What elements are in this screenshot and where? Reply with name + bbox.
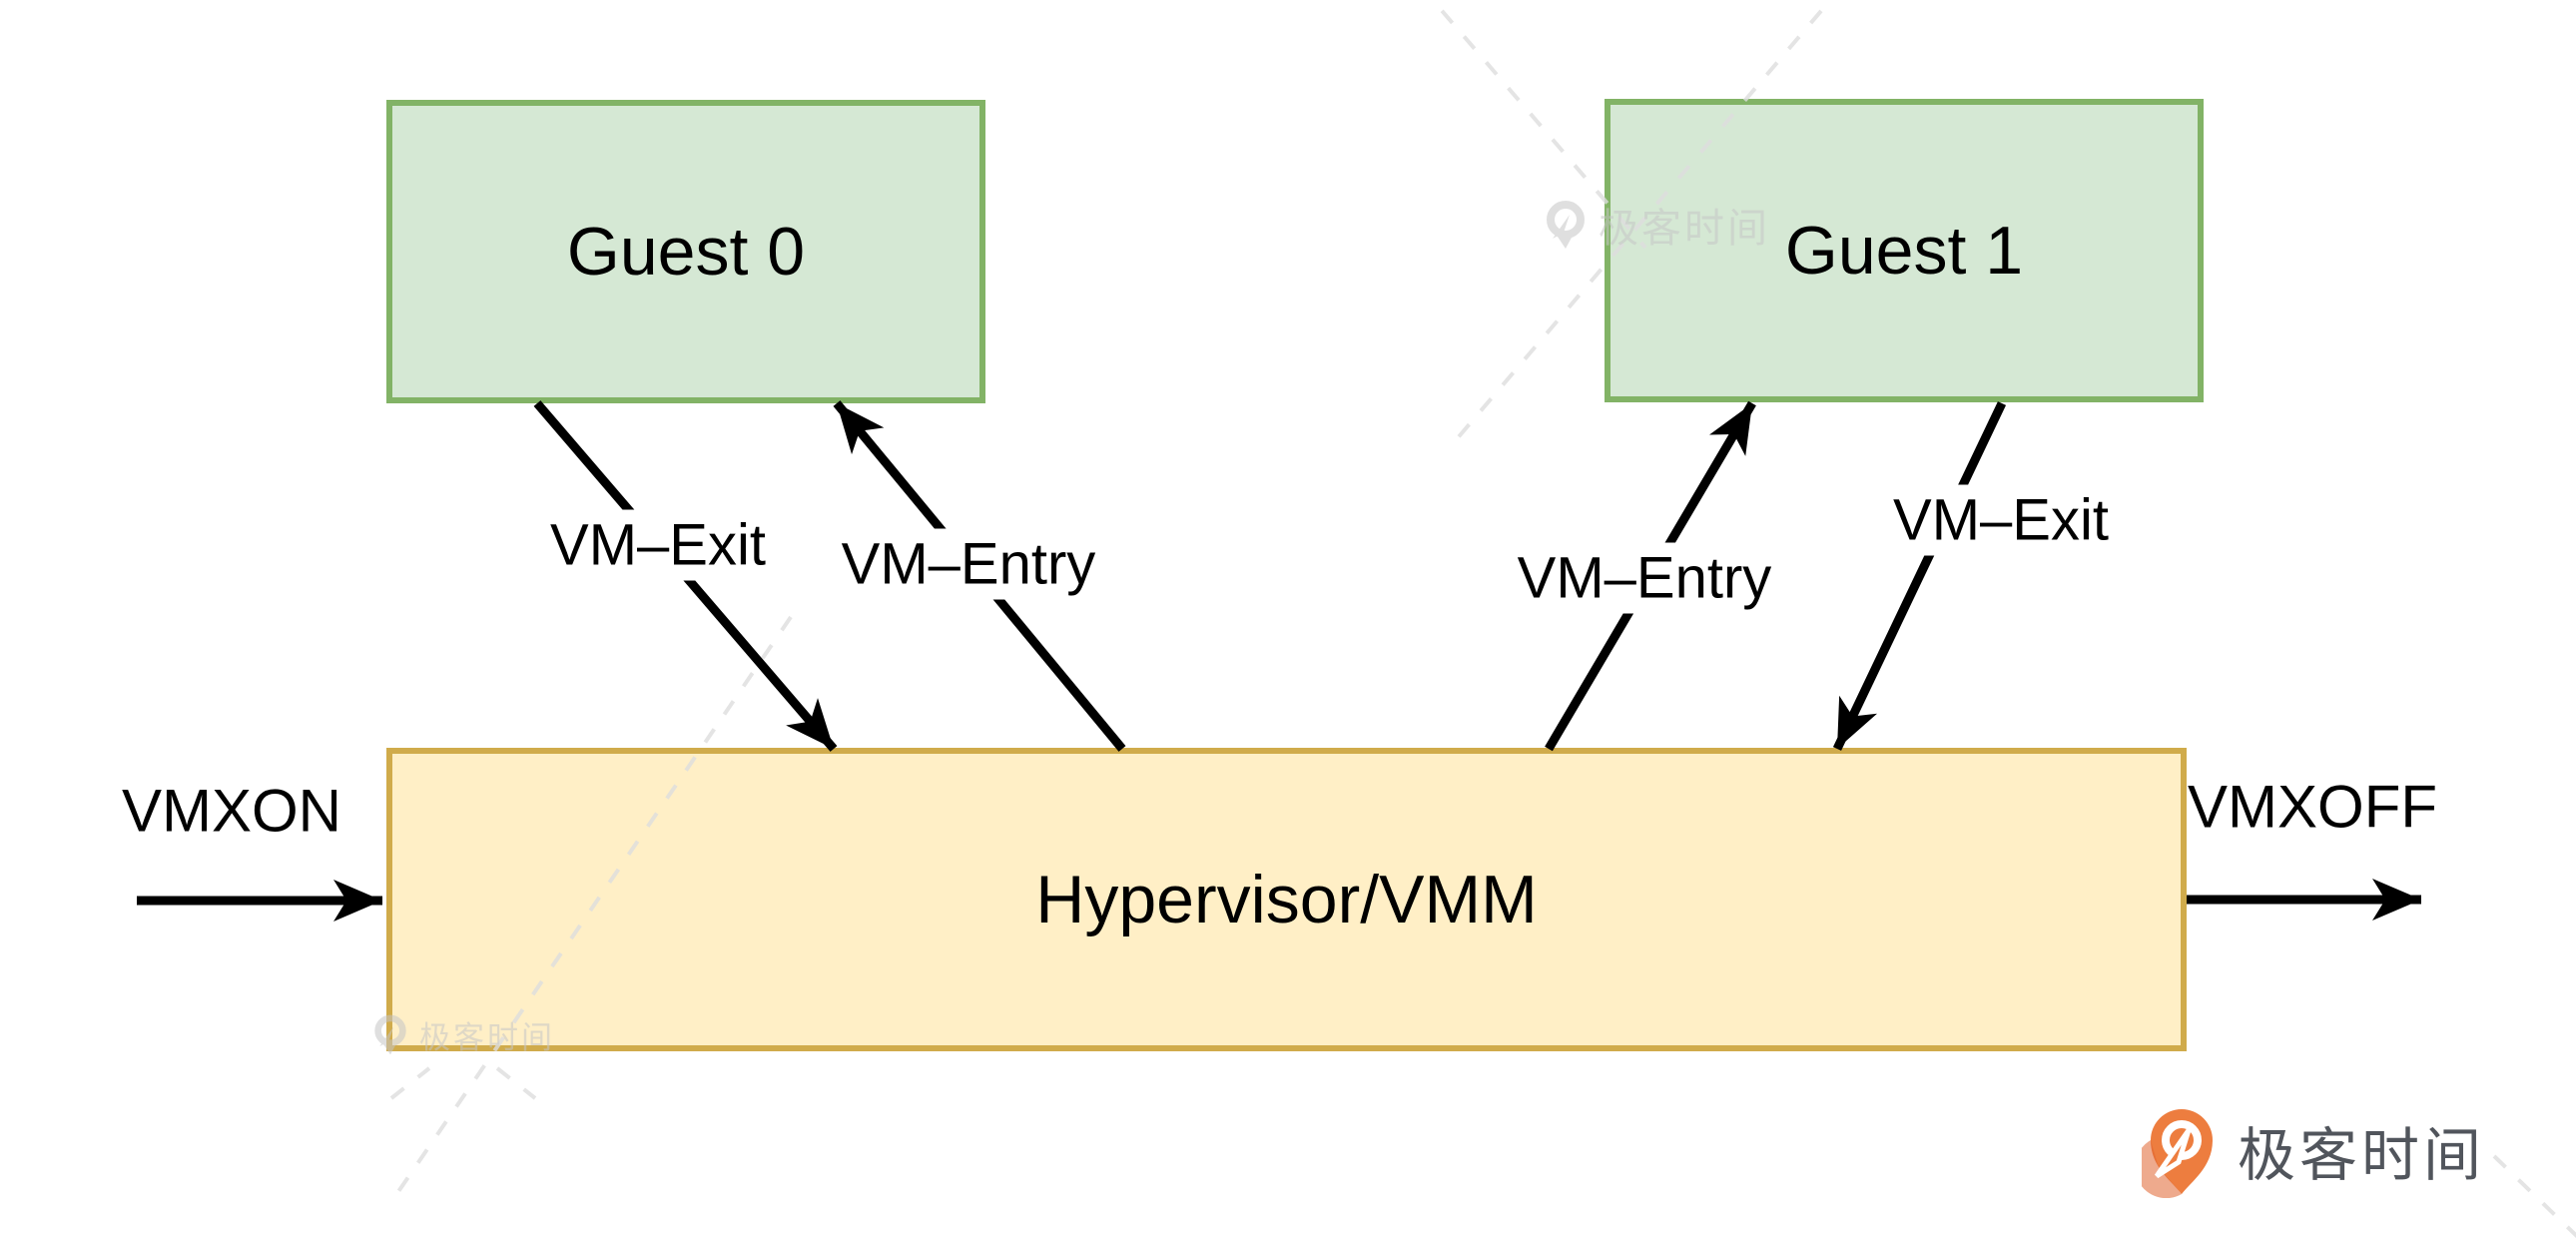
vmxon-label: VMXON (121, 777, 342, 845)
geektime-pin-icon (1547, 201, 1585, 249)
watermark-bottom: 极客时间 (371, 1012, 555, 1057)
footer-brand: 极客时间 (2142, 1102, 2485, 1198)
footer-brand-text: 极客时间 (2238, 1123, 2486, 1188)
watermark-dashed-line (389, 1066, 431, 1100)
node-hypervisor: Hypervisor/VMM (386, 748, 2187, 1051)
vm-exit-left-label: VM–Exit (540, 509, 776, 581)
node-guest0: Guest 0 (386, 100, 985, 403)
node-guest1-label: Guest 1 (1784, 213, 2024, 289)
node-guest0-label: Guest 0 (566, 214, 806, 290)
watermark-text: 极客时间 (419, 1020, 555, 1055)
vm-entry-left-label: VM–Entry (831, 528, 1106, 600)
watermark-dashed-line (495, 1066, 537, 1100)
geektime-logo-icon (2142, 1109, 2213, 1198)
vmxoff-label: VMXOFF (2188, 773, 2437, 841)
watermark-text: 极客时间 (1599, 207, 1770, 251)
geektime-pin-icon (374, 1014, 406, 1055)
vm-exit-right-label: VM–Exit (1883, 484, 2119, 556)
node-hypervisor-label: Hypervisor/VMM (1035, 862, 1538, 937)
watermark-top: 极客时间 (1543, 196, 1770, 254)
vm-entry-right-label: VM–Entry (1507, 542, 1782, 614)
watermark-dashed-line (2492, 1154, 2576, 1238)
vm-exit-right-arrow (1832, 401, 2007, 751)
